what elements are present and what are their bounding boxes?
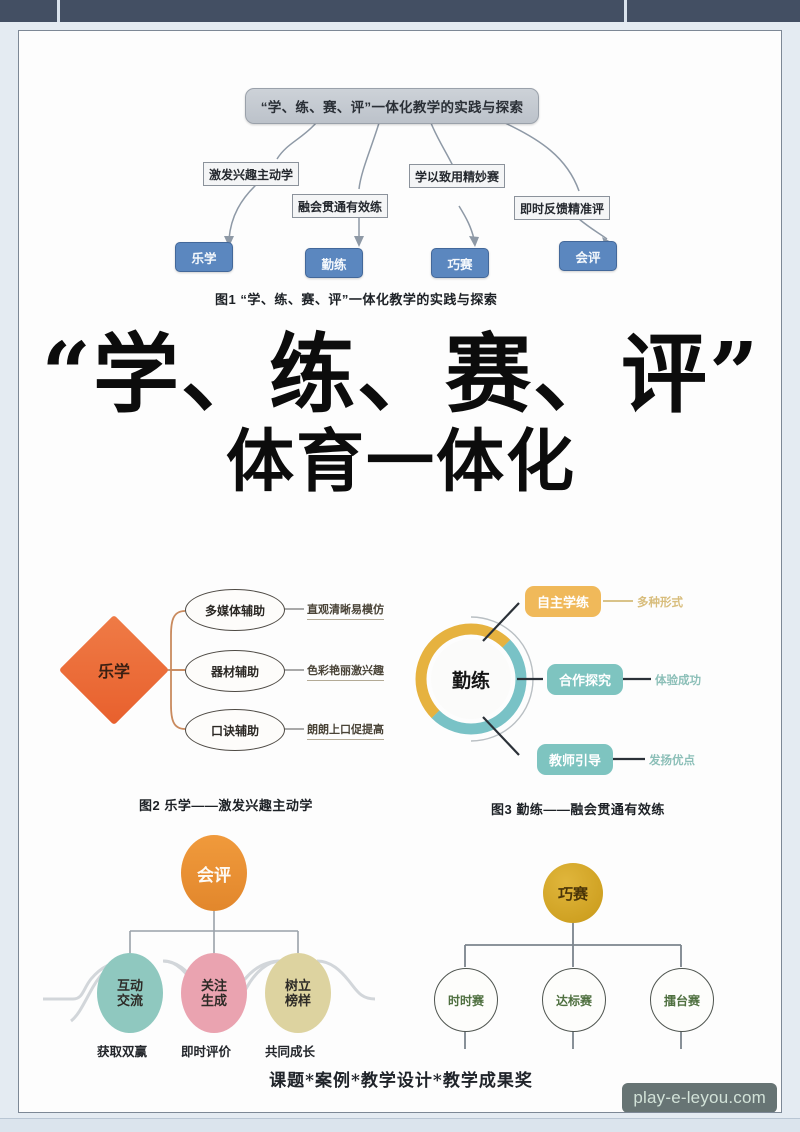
figure-3-branch-3-pill: 教师引导 bbox=[537, 744, 614, 775]
figure-1-node-qinlian: 勤练 bbox=[305, 248, 363, 278]
top-bar-divider-left bbox=[57, 0, 60, 22]
figure-5-leaf-2: 达标赛 bbox=[542, 968, 606, 1032]
browser-top-bar bbox=[0, 0, 800, 22]
figure-1-title-box: “学、练、赛、评”一体化教学的实践与探索 bbox=[245, 88, 539, 124]
figure-4-leaf-1-line-1: 互动 bbox=[116, 977, 143, 993]
figure-3-branch-3-tail: 发扬优点 bbox=[649, 755, 695, 767]
figure-2-branch-1-node: 多媒体辅助 bbox=[185, 589, 285, 631]
figure-5-leaf-2-text: 达标赛 bbox=[555, 993, 592, 1008]
figure-1-node-4-text: 会评 bbox=[575, 250, 601, 265]
figure-2-branch-2-tail: 色彩艳丽激兴趣 bbox=[307, 662, 384, 681]
figure-5-leaf-3: 擂台赛 bbox=[650, 968, 714, 1032]
figure-1-label-1-text: 激发兴趣主动学 bbox=[209, 167, 294, 182]
figure-3-connectors bbox=[415, 600, 651, 761]
figure-5-leaf-1: 时时赛 bbox=[434, 968, 498, 1032]
figure-1-label-2-text: 融会贯通有效练 bbox=[298, 199, 383, 214]
figure-3-branch-2-tail: 体验成功 bbox=[655, 675, 701, 687]
figure-2-branch-3-text: 口诀辅助 bbox=[210, 723, 259, 738]
figure-1-label-4-text: 即时反馈精准评 bbox=[520, 201, 605, 216]
figure-5-core-circle: 巧赛 bbox=[543, 863, 603, 923]
figure-4-leaf-3-line-1: 树立 bbox=[284, 977, 311, 993]
figure-3-qinlian: 勤练 自主学练 合作探究 教师引导 多种形式 体验成功 发扬优点 图3 勤练——… bbox=[397, 553, 781, 823]
figure-3-branch-2-pill: 合作探究 bbox=[547, 664, 624, 695]
figure-4-huiping: 会评 互动 交流 关注 生成 树立 榜样 获取双赢 即时评价 共同成长 bbox=[35, 831, 413, 1061]
figure-5-connectors bbox=[464, 923, 682, 1049]
figure-1-flowchart: “学、练、赛、评”一体化教学的实践与探索 激发兴趣主动学 融会贯通有效练 学以致… bbox=[19, 31, 781, 311]
figure-1-label-2: 融会贯通有效练 bbox=[292, 194, 389, 218]
figure-4-leaf-1-line-2: 交流 bbox=[116, 993, 143, 1008]
figure-4-leaf-1: 互动 交流 bbox=[97, 953, 163, 1033]
figure-1-node-1-text: 乐学 bbox=[191, 251, 217, 266]
figure-1-node-qiaosai: 巧赛 bbox=[431, 248, 489, 278]
figure-1-node-huiping: 会评 bbox=[559, 241, 617, 271]
figure-4-leaf-2-caption: 即时评价 bbox=[181, 1045, 232, 1059]
figure-1-label-3-text: 学以致用精妙赛 bbox=[415, 169, 500, 184]
figure-3-branch-1-tail: 多种形式 bbox=[637, 597, 683, 609]
figure-4-leaf-3-line-2: 榜样 bbox=[284, 993, 311, 1008]
figure-4-leaf-1-caption: 获取双赢 bbox=[97, 1045, 148, 1059]
figure-2-branch-1-text: 多媒体辅助 bbox=[204, 603, 265, 618]
figure-3-branch-3-text: 教师引导 bbox=[549, 753, 602, 768]
figure-5-qiaosai: 巧赛 时时赛 达标赛 擂台赛 bbox=[413, 849, 781, 1059]
site-watermark: play-e-leyou.com bbox=[622, 1083, 777, 1112]
figure-4-leaf-3-caption: 共同成长 bbox=[265, 1045, 316, 1059]
figure-1-caption: 图1 “学、练、赛、评”一体化教学的实践与探索 bbox=[215, 292, 498, 307]
figure-4-core-oval: 会评 bbox=[181, 835, 247, 911]
figure-1-title-text: “学、练、赛、评”一体化教学的实践与探索 bbox=[260, 100, 524, 115]
figure-2-branch-3-tail: 朗朗上口促提高 bbox=[307, 721, 384, 740]
figure-3-caption: 图3 勤练——融会贯通有效练 bbox=[491, 802, 665, 817]
figure-3-branch-2-text: 合作探究 bbox=[559, 673, 612, 688]
figure-5-core-label: 巧赛 bbox=[557, 885, 588, 903]
top-bar-divider-right bbox=[624, 0, 627, 22]
figure-4-leaf-3: 树立 榜样 bbox=[265, 953, 331, 1033]
figure-2-branch-2-text: 器材辅助 bbox=[210, 664, 259, 679]
figure-1-connectors bbox=[224, 122, 613, 247]
figure-4-core-label: 会评 bbox=[197, 865, 231, 885]
figure-2-lexue: 乐学 多媒体辅助 器材辅助 口诀辅助 直观清晰易模仿 色彩艳丽激兴趣 朗朗上口促… bbox=[39, 563, 409, 823]
figure-3-core-label: 勤练 bbox=[451, 670, 490, 692]
document-page: “学、练、赛、评”一体化教学的实践与探索 激发兴趣主动学 融会贯通有效练 学以致… bbox=[18, 30, 782, 1113]
figure-5-leaf-1-text: 时时赛 bbox=[447, 993, 484, 1008]
figure-2-branch-2-node: 器材辅助 bbox=[185, 650, 285, 692]
footer-tagline: 课题*案例*教学设计*教学成果奖 bbox=[269, 1071, 533, 1091]
headline-line-2: 体育一体化 bbox=[225, 421, 576, 502]
figure-1-label-4: 即时反馈精准评 bbox=[514, 196, 611, 220]
headline-line-1: “学、练、赛、评” bbox=[41, 324, 761, 425]
figure-4-leaf-2-line-2: 生成 bbox=[200, 993, 227, 1008]
figure-2-branch-1-tail: 直观清晰易模仿 bbox=[307, 601, 384, 620]
figure-2-caption: 图2 乐学——激发兴趣主动学 bbox=[139, 798, 313, 813]
figure-2-core-label: 乐学 bbox=[97, 664, 130, 681]
figure-5-leaf-3-text: 擂台赛 bbox=[663, 993, 700, 1008]
figure-3-branch-1-pill: 自主学练 bbox=[525, 586, 602, 617]
figure-1-node-3-text: 巧赛 bbox=[447, 257, 473, 272]
figure-1-label-1: 激发兴趣主动学 bbox=[203, 162, 300, 186]
figure-1-label-3: 学以致用精妙赛 bbox=[409, 164, 506, 188]
figure-4-leaf-2: 关注 生成 bbox=[181, 953, 247, 1033]
figure-3-branch-1-text: 自主学练 bbox=[537, 595, 590, 610]
figure-1-node-lexue: 乐学 bbox=[175, 242, 233, 272]
figure-4-leaf-2-line-1: 关注 bbox=[200, 977, 227, 993]
figure-1-node-2-text: 勤练 bbox=[321, 257, 347, 272]
headline-block: “学、练、赛、评” 体育一体化 bbox=[19, 324, 781, 502]
browser-bottom-bar bbox=[0, 1118, 800, 1132]
figure-2-branch-3-node: 口诀辅助 bbox=[185, 709, 285, 751]
